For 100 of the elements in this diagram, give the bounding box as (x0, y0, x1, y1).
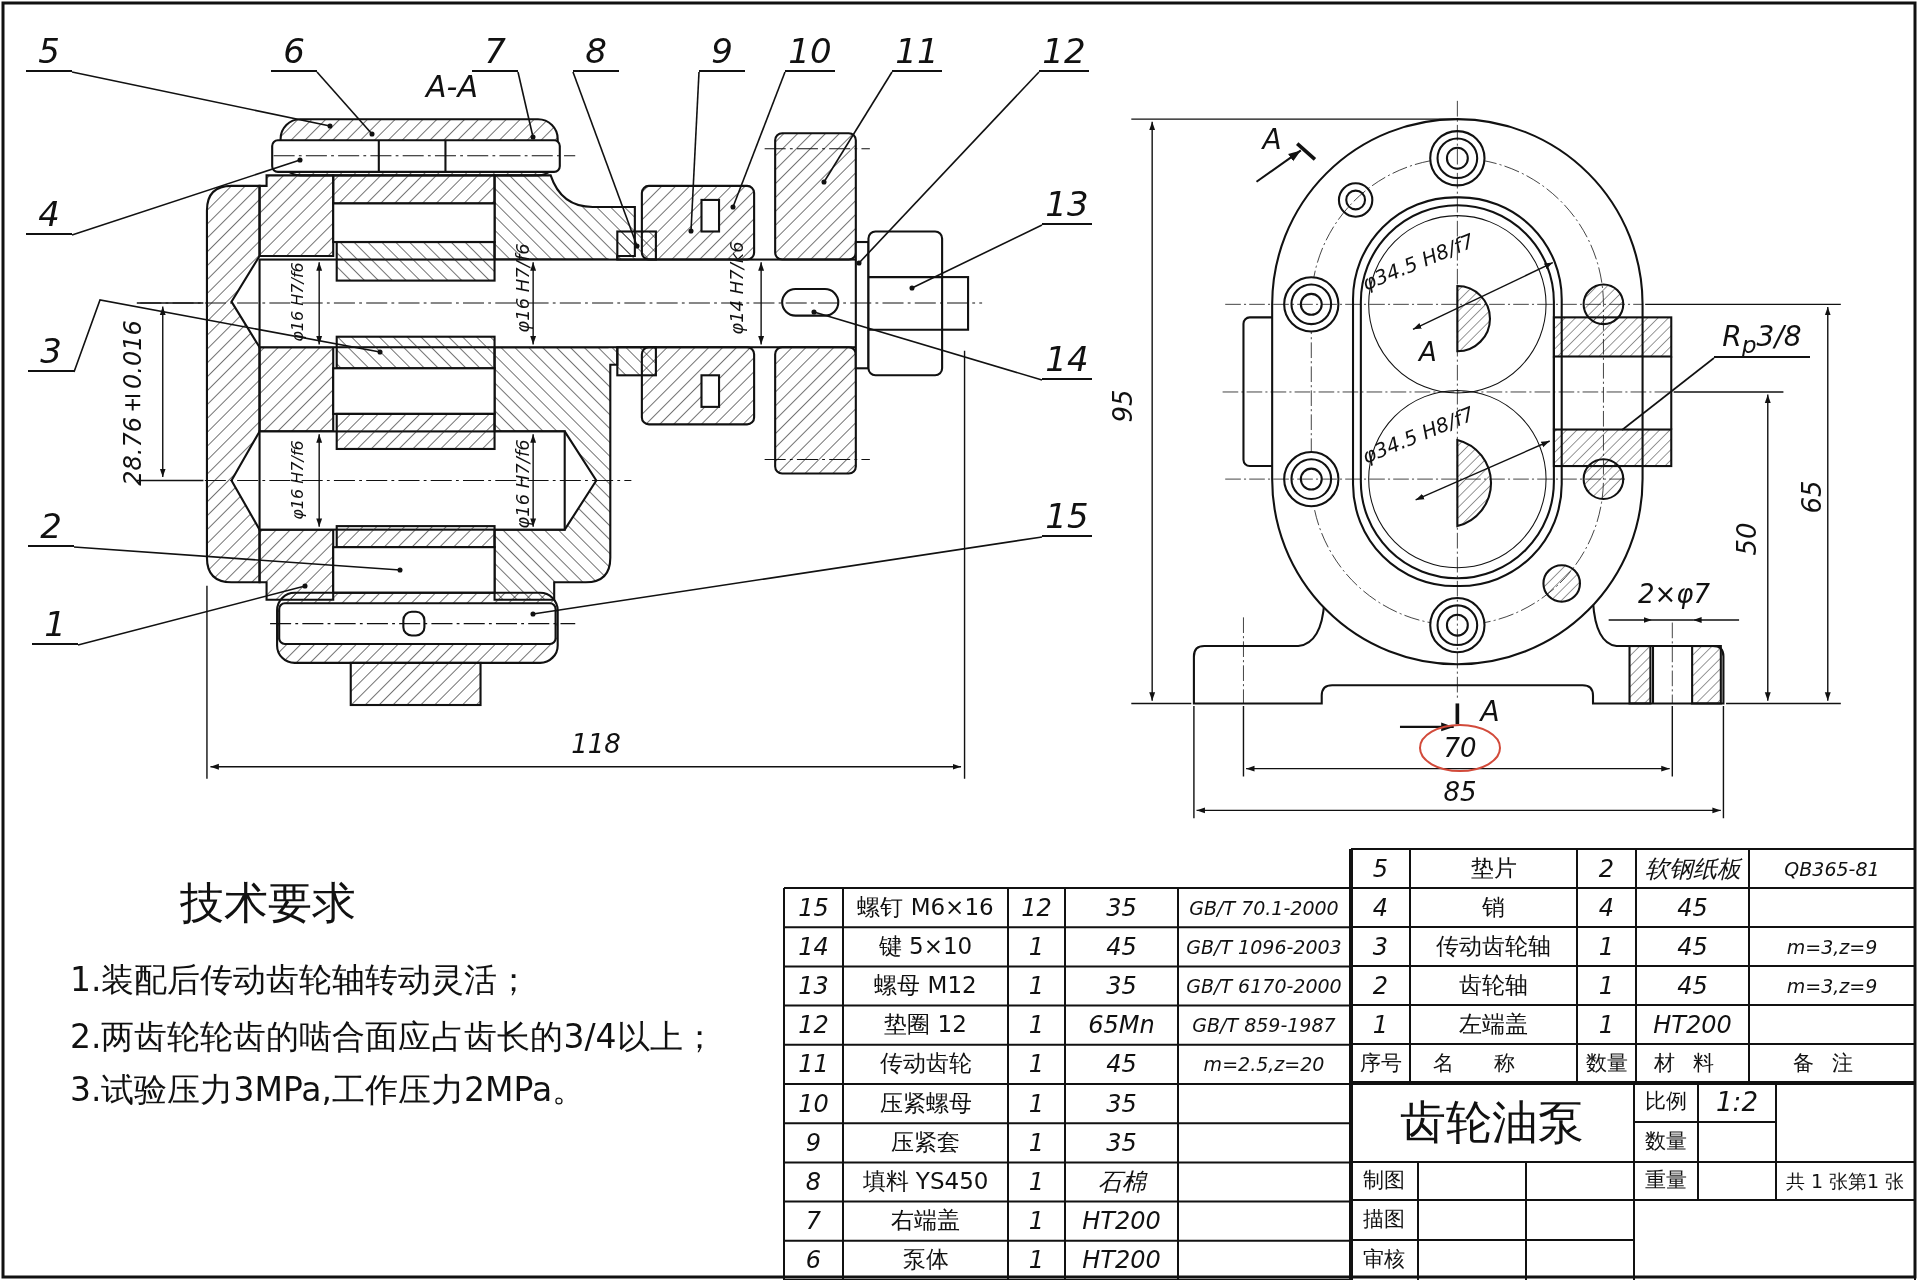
callout-number: 3 (28, 332, 74, 372)
part-number: 12 (798, 1012, 829, 1039)
part-name: 右端盖 (891, 1208, 960, 1234)
column-header: 数量 (1585, 1051, 1628, 1076)
notes-heading: 技术要求 (180, 878, 356, 928)
remark: GB/T 70.1-2000 (1189, 897, 1339, 919)
part-name: 传动齿轮 (879, 1051, 972, 1078)
quantity: 1 (1028, 1168, 1045, 1196)
leader-line (73, 299, 383, 373)
part-number: 4 (1372, 894, 1389, 921)
callout-number: 13 (1042, 185, 1092, 225)
part-number: 13 (798, 972, 829, 1000)
title-block-label: 制图 (1363, 1169, 1405, 1193)
dimension-text: 85 (1443, 777, 1477, 807)
column-header: 材料 (1653, 1051, 1732, 1076)
note-text: 2.两齿轮轮齿的啮合面应占齿长的3/4以上； (70, 1018, 716, 1056)
material: 35 (1106, 972, 1137, 1000)
remark: m=2.5,z=20 (1203, 1053, 1325, 1075)
leader-line (856, 71, 1040, 266)
drawing-title: 齿轮油泵 (1400, 1096, 1584, 1148)
part-name: 螺母 M12 (874, 973, 977, 999)
leader-line (688, 71, 700, 234)
fit-dimension-text: φ16 H7/f6 (513, 439, 533, 529)
leader-line (530, 536, 1043, 617)
callout-number: 12 (1039, 32, 1089, 72)
quantity: 1 (1028, 1012, 1045, 1039)
leader-line (821, 71, 893, 185)
leader-line (730, 71, 786, 210)
fit-dimension-text: φ16 H7/f6 (513, 243, 533, 333)
remark: m=3,z=9 (1786, 936, 1878, 957)
quantity: 4 (1598, 894, 1615, 921)
material: HT200 (1653, 1011, 1732, 1038)
material: 45 (1106, 933, 1137, 960)
quantity: 1 (1598, 933, 1615, 960)
note-text: 1.装配后传动齿轮轴转动灵活； (70, 961, 531, 999)
material: 软钢纸板 (1644, 855, 1741, 882)
part-name: 销 (1482, 894, 1505, 921)
quantity: 1 (1028, 933, 1045, 960)
callout-number: 5 (26, 32, 72, 72)
dimension-text: 28.76±0.016 (119, 320, 147, 486)
part-number: 5 (1372, 855, 1389, 882)
fit-dimension-text: φ16 H7/f6 (289, 440, 307, 520)
callout-number: 10 (785, 32, 835, 72)
part-number: 6 (805, 1247, 822, 1274)
part-name: 螺钉 M6×16 (857, 894, 994, 921)
material: HT200 (1082, 1208, 1161, 1235)
dimension-text: 118 (571, 729, 621, 759)
leader-line (71, 157, 303, 236)
part-number: 1 (1372, 1011, 1389, 1038)
leader-line (811, 309, 1043, 381)
callout-number: R$_{p}$3/8 (1714, 318, 1810, 358)
column-header: 序号 (1359, 1051, 1402, 1076)
title-block-label: 数量 (1645, 1130, 1687, 1154)
material: 45 (1106, 1051, 1137, 1078)
material: 45 (1677, 972, 1708, 999)
part-name: 垫圈 12 (884, 1012, 967, 1038)
title-block-label: 描图 (1363, 1208, 1405, 1232)
part-number: 14 (798, 933, 829, 960)
dimension-text: 2×φ7 (1638, 579, 1710, 609)
part-name: 压紧螺母 (879, 1090, 972, 1117)
part-name: 左端盖 (1459, 1011, 1528, 1038)
quantity: 1 (1598, 972, 1615, 999)
quantity: 1 (1598, 1011, 1615, 1038)
dimension-text: 70 (1443, 733, 1477, 763)
part-name: 填料 YS450 (862, 1169, 989, 1195)
callout-number: 4 (26, 195, 72, 235)
part-number: 10 (798, 1090, 829, 1117)
quantity: 12 (1021, 894, 1052, 921)
material: 65Mn (1088, 1012, 1155, 1039)
part-number: 7 (805, 1208, 822, 1235)
remark: QB365-81 (1784, 858, 1880, 879)
column-header: 名称 (1432, 1051, 1555, 1076)
callout-number: 6 (271, 32, 317, 72)
callout-number: 7 (472, 32, 518, 72)
title-block-label: 审核 (1363, 1248, 1405, 1272)
quantity: 1 (1028, 1208, 1045, 1235)
quantity: 1 (1028, 1051, 1045, 1078)
fit-dimension-text: φ16 H7/f6 (289, 262, 307, 342)
scale-value: 1:2 (1716, 1087, 1758, 1117)
callout-number: 11 (892, 32, 942, 72)
material: 35 (1106, 894, 1137, 921)
material: 35 (1106, 1090, 1137, 1117)
title-block-label: 比例 (1645, 1090, 1687, 1114)
leader-line (316, 71, 375, 137)
quantity: 1 (1028, 972, 1045, 1000)
material: 45 (1677, 933, 1708, 960)
callout-number: 2 (28, 507, 74, 547)
part-number: 8 (805, 1168, 822, 1196)
section-label: A (1419, 337, 1437, 367)
callout-number: 8 (573, 32, 619, 72)
part-number: 3 (1372, 933, 1389, 960)
column-header: 备注 (1793, 1051, 1871, 1076)
leader-line (909, 224, 1043, 291)
quantity: 1 (1028, 1129, 1045, 1156)
quantity: 1 (1028, 1247, 1045, 1274)
callout-number: 14 (1042, 340, 1092, 380)
remark: m=3,z=9 (1786, 975, 1878, 996)
sheet-number: 共 1 张第1 张 (1785, 1170, 1905, 1192)
leader-line (71, 71, 333, 129)
part-name: 齿轮轴 (1459, 972, 1528, 999)
